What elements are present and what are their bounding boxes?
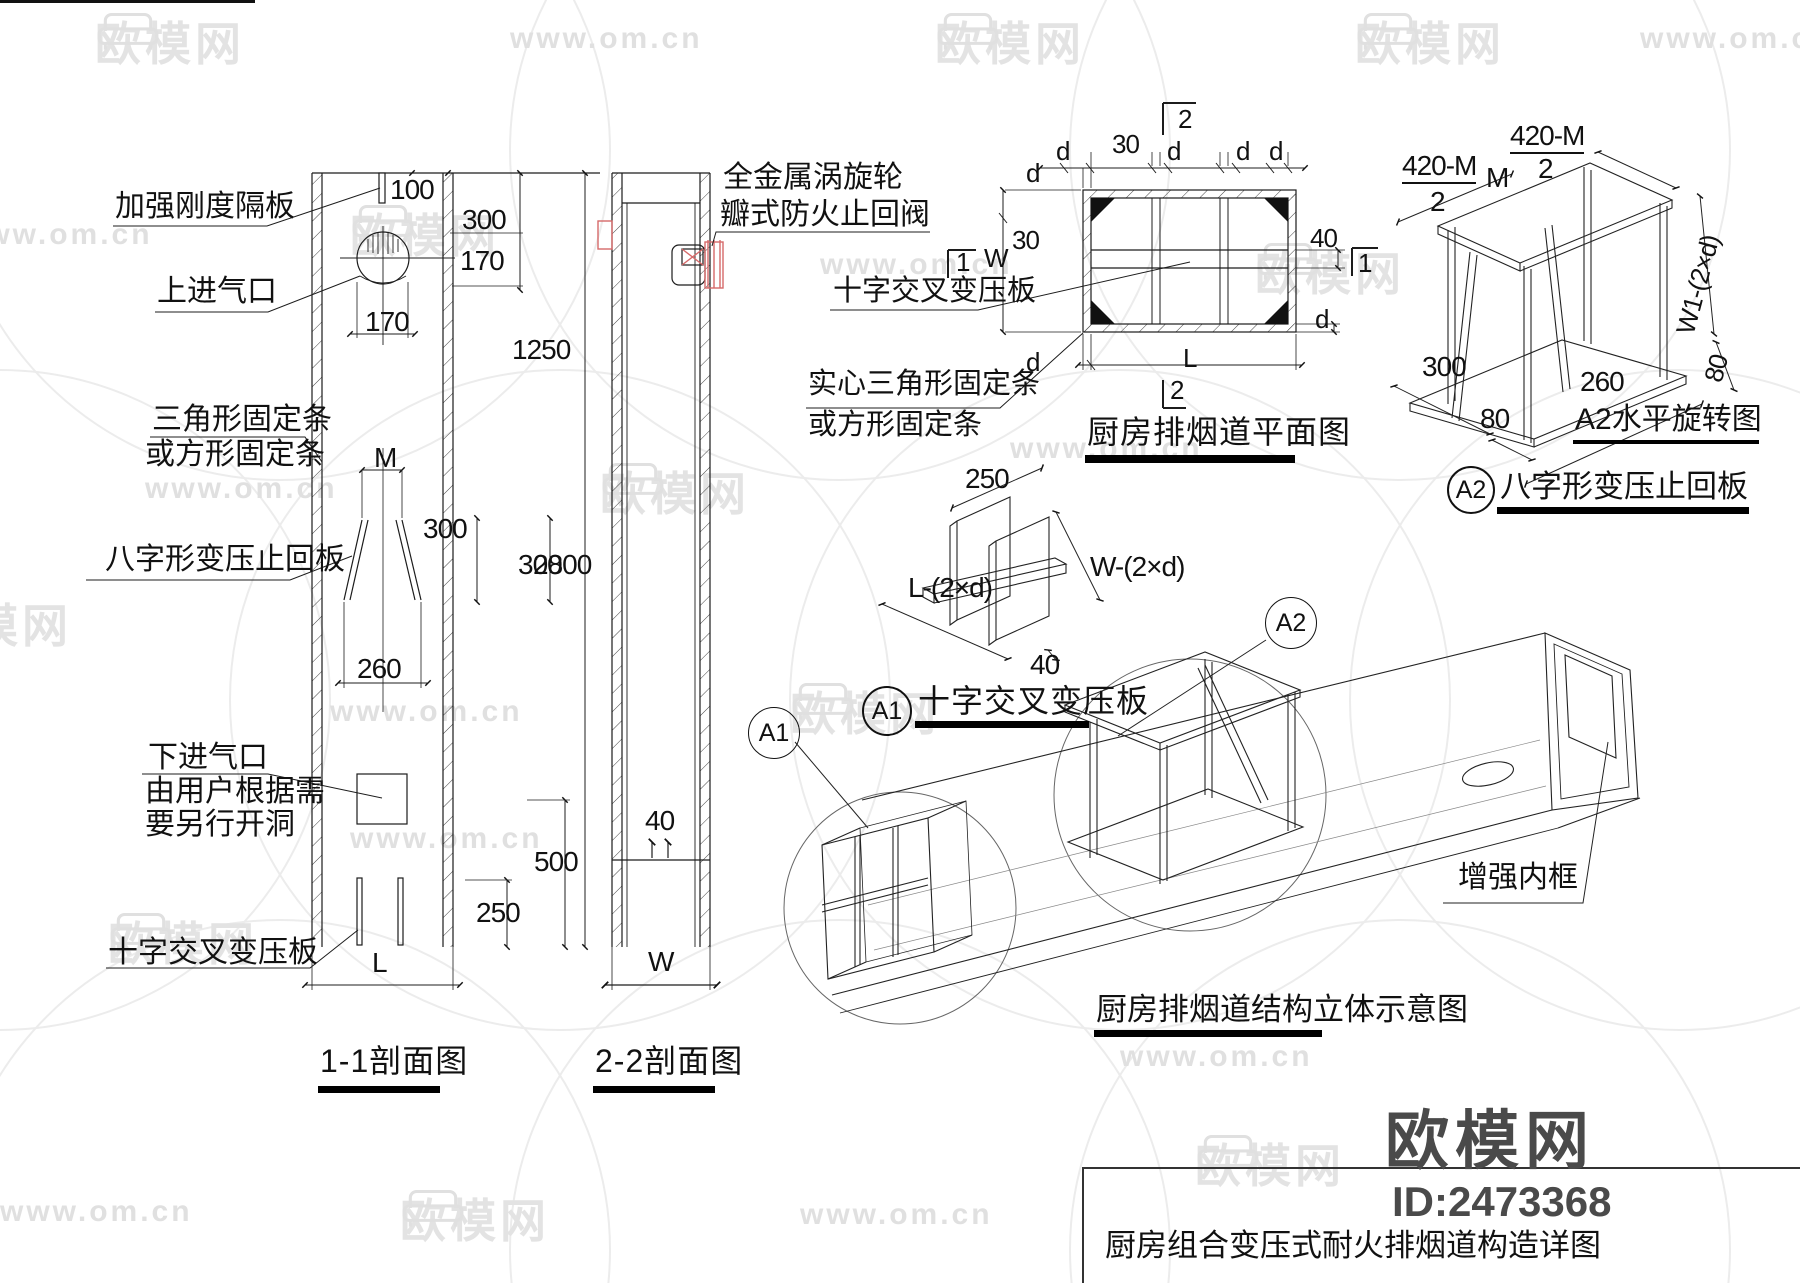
dim-260: 260 — [357, 653, 402, 684]
rotation-title: A2水平旋转图 — [1575, 403, 1762, 436]
label-upper-inlet: 上进气口 — [157, 275, 277, 308]
drawing-title: 厨房组合变压式耐火排烟道构造详图 — [1105, 1228, 1601, 1263]
detail-a2-badge: A2 — [1447, 466, 1495, 514]
label-v-plate: 八字形变压止回板 — [105, 543, 345, 576]
dim-170-right: 170 — [460, 245, 505, 276]
plan-mark-2-top: 2 — [1178, 104, 1193, 134]
title-underline — [1094, 1030, 1322, 1037]
rot-dim-2-top: 2 — [1538, 153, 1554, 184]
duct-isometric-drawing — [783, 632, 1641, 1025]
label-lower-inlet-line1: 下进气口 — [148, 741, 268, 774]
plan-dim-d2: d — [1167, 136, 1182, 166]
dim-40-section2: 40 — [645, 805, 675, 836]
plan-dim-d3: d — [1236, 136, 1251, 166]
site-logo: 欧模网 — [1385, 1105, 1595, 1177]
plan-dim-d1: d — [1056, 136, 1071, 166]
detail-a1-title: 十字交叉变压板 — [918, 683, 1150, 719]
dim-1250: 1250 — [512, 334, 571, 365]
a1-dim-250: 250 — [965, 463, 1010, 494]
dim-100: 100 — [390, 174, 435, 205]
plan-dim-d4: d — [1269, 136, 1284, 166]
title-underline — [1085, 455, 1295, 463]
label-lower-inlet-line2: 由用户根据需 — [145, 775, 325, 808]
plan-dim-right-d: d — [1315, 304, 1330, 334]
plan-title: 厨房排烟道平面图 — [1087, 414, 1352, 450]
dim-300-upper: 300 — [462, 204, 507, 235]
plan-dim-L: L — [1183, 343, 1198, 373]
dim-300-overlap: 300 — [518, 549, 563, 580]
plan-mark-2-bottom: 2 — [1170, 375, 1185, 405]
plan-dim-bottom-d: d — [1026, 347, 1041, 377]
title-underline — [1573, 440, 1759, 444]
plan-label-cross-plate: 十字交叉变压板 — [833, 275, 1037, 307]
a1-dim-40: 40 — [1030, 649, 1060, 680]
rot-dim-420m-left: 420-M — [1402, 152, 1477, 184]
iso-badge-a1: A1 — [748, 707, 800, 759]
plan-mark-1-left: 1 — [956, 247, 971, 277]
plan-dim-40: 40 — [1310, 223, 1338, 253]
section-2-2-title: 2-2剖面图 — [595, 1043, 744, 1079]
rot-dim-2-left: 2 — [1430, 186, 1446, 217]
iso-title: 厨房排烟道结构立体示意图 — [1096, 992, 1468, 1027]
plan-label-solid-strip-line1: 实心三角形固定条 — [808, 368, 1041, 400]
a1-detail-drawing — [878, 464, 1104, 662]
section-2-2-drawing — [597, 172, 930, 990]
label-lower-inlet-line3: 要另行开洞 — [145, 808, 295, 841]
label-valve-line2: 瓣式防火止回阀 — [720, 198, 930, 231]
dim-2800-overlap: 2800 — [533, 549, 592, 580]
plan-dim-left-30: 30 — [1012, 225, 1040, 255]
sheet-border-fragment — [0, 0, 255, 3]
detail-a1-badge: A1 — [862, 686, 912, 736]
plan-dim-30: 30 — [1112, 129, 1140, 159]
dim-W-section2: W — [648, 946, 674, 977]
rot-dim-420m-top: 420-M — [1510, 122, 1585, 154]
detail-a2-title: 八字形变压止回板 — [1500, 469, 1748, 504]
site-id: ID:2473368 — [1392, 1178, 1612, 1225]
plan-mark-1-right: 1 — [1358, 248, 1373, 278]
a1-dim-w: W-(2×d) — [1090, 551, 1185, 582]
rot-dim-300: 300 — [1422, 351, 1467, 382]
iso-badge-a2: A2 — [1265, 597, 1317, 649]
plan-label-solid-strip-line2: 或方形固定条 — [808, 409, 983, 441]
section-1-1-title: 1-1剖面图 — [320, 1043, 469, 1079]
title-underline — [1497, 507, 1749, 514]
label-stiffener: 加强刚度隔板 — [115, 190, 295, 223]
title-underline — [593, 1086, 715, 1093]
label-valve-line1: 全金属涡旋轮 — [723, 161, 903, 194]
label-fix-strip-line2: 或方形固定条 — [145, 438, 325, 471]
dim-250: 250 — [476, 897, 521, 928]
dim-m: M — [374, 442, 397, 473]
a1-dim-l: L-(2×d) — [908, 572, 993, 603]
dim-170-bottom: 170 — [365, 306, 410, 337]
dim-L: L — [372, 947, 388, 978]
label-inner-frame: 增强内框 — [1458, 861, 1578, 894]
title-underline — [915, 721, 1089, 728]
rot-dim-M: M — [1486, 162, 1509, 193]
title-underline — [318, 1086, 440, 1093]
label-cross-plate: 十字交叉变压板 — [108, 936, 318, 969]
plan-view-drawing — [806, 102, 1378, 409]
plan-dim-W: W — [984, 243, 1009, 273]
a2-rotation-drawing — [1390, 150, 1738, 488]
plan-dim-left-d: d — [1026, 158, 1041, 188]
dim-300-vheight: 300 — [423, 513, 468, 544]
rot-dim-80: 80 — [1480, 403, 1510, 434]
label-fix-strip-line1: 三角形固定条 — [152, 403, 332, 436]
title-block — [1082, 1167, 1800, 1283]
rot-dim-260: 260 — [1580, 366, 1625, 397]
section-1-1-drawing — [86, 169, 600, 990]
dim-500: 500 — [534, 846, 579, 877]
